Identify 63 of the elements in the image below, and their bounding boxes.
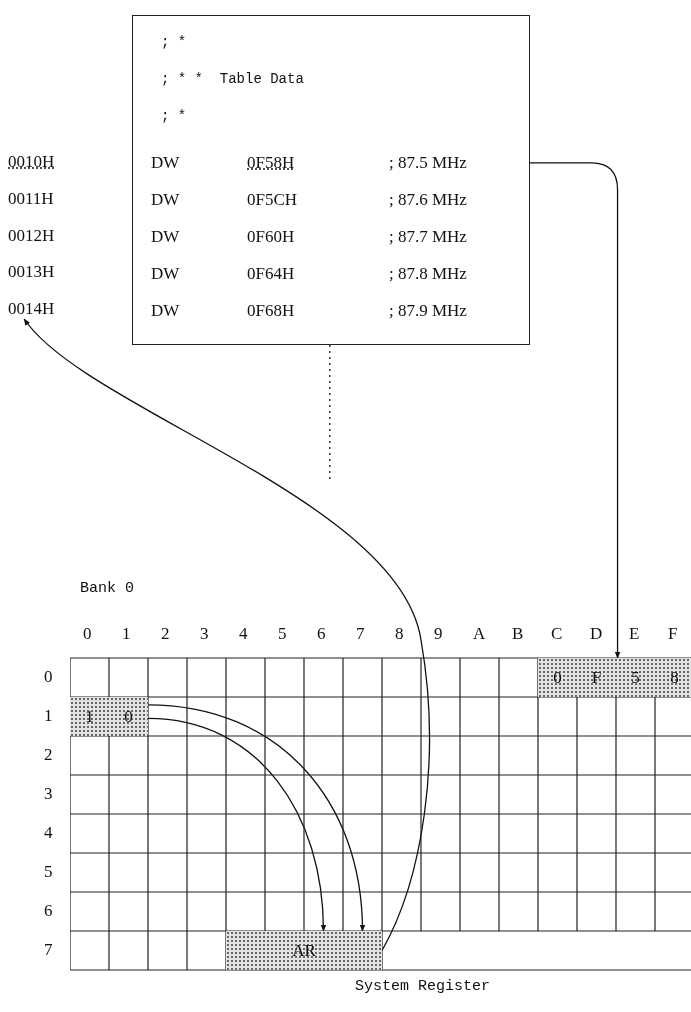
memory-map-grid [70,578,691,970]
column-header: E [629,624,640,644]
row-header: 6 [44,901,53,921]
column-header: 0 [83,624,92,644]
arrow [147,704,365,932]
row-header: 2 [44,745,53,765]
row-header: 7 [44,940,53,960]
comment-line: ; * [161,34,187,50]
address-register: AR [226,931,382,970]
grid-heading: Bank 0 [80,580,134,597]
column-header: 3 [200,624,209,644]
code-listing-box [132,15,530,345]
column-header: C [551,624,563,644]
column-header: D [590,624,603,644]
frequency-comment: ; 87.9 MHz [389,301,467,321]
hex-digit: 8 [655,658,691,697]
arrow [147,717,326,932]
row-header: 5 [44,862,53,882]
shaded-cell-group [70,697,148,736]
directive: DW [151,264,180,284]
column-header: 9 [434,624,443,644]
shaded-cell-group [538,658,691,697]
dotted-line [329,344,331,481]
comment-line: ; * [161,108,187,124]
hex-value: 0F68H [247,301,295,321]
directive: DW [151,227,180,247]
address-label: 0012H [8,226,55,246]
address-label: 0010H [8,152,55,172]
hex-digit: 5 [616,658,655,697]
column-header: 7 [356,624,365,644]
directive: DW [151,301,180,321]
hex-digit: F [577,658,616,697]
directive: DW [151,153,180,173]
hex-digit: 0 [109,697,148,736]
register-caption: System Register [355,978,491,995]
column-header: 2 [161,624,170,644]
row-header: 4 [44,823,53,843]
hex-value: 0F5CH [247,190,298,210]
column-header: 8 [395,624,404,644]
column-header: 4 [239,624,248,644]
directive: DW [151,190,180,210]
column-header: 5 [278,624,287,644]
address-label: 0013H [8,262,55,282]
column-header: F [668,624,678,644]
frequency-comment: ; 87.6 MHz [389,190,467,210]
row-header: 0 [44,667,53,687]
arrow [529,162,621,659]
hex-value: 0F60H [247,227,295,247]
hex-digit: 0 [538,658,577,697]
column-header: 6 [317,624,326,644]
row-header: 3 [44,784,53,804]
address-label: 0014H [8,299,55,319]
column-header: A [473,624,486,644]
column-header: B [512,624,524,644]
column-header: 1 [122,624,131,644]
frequency-comment: ; 87.7 MHz [389,227,467,247]
comment-line: ; * * Table Data [161,71,304,87]
address-label: 0011H [8,189,54,209]
hex-value: 0F58H [247,153,295,173]
frequency-comment: ; 87.8 MHz [389,264,467,284]
frequency-comment: ; 87.5 MHz [389,153,467,173]
hex-value: 0F64H [247,264,295,284]
row-header: 1 [44,706,53,726]
